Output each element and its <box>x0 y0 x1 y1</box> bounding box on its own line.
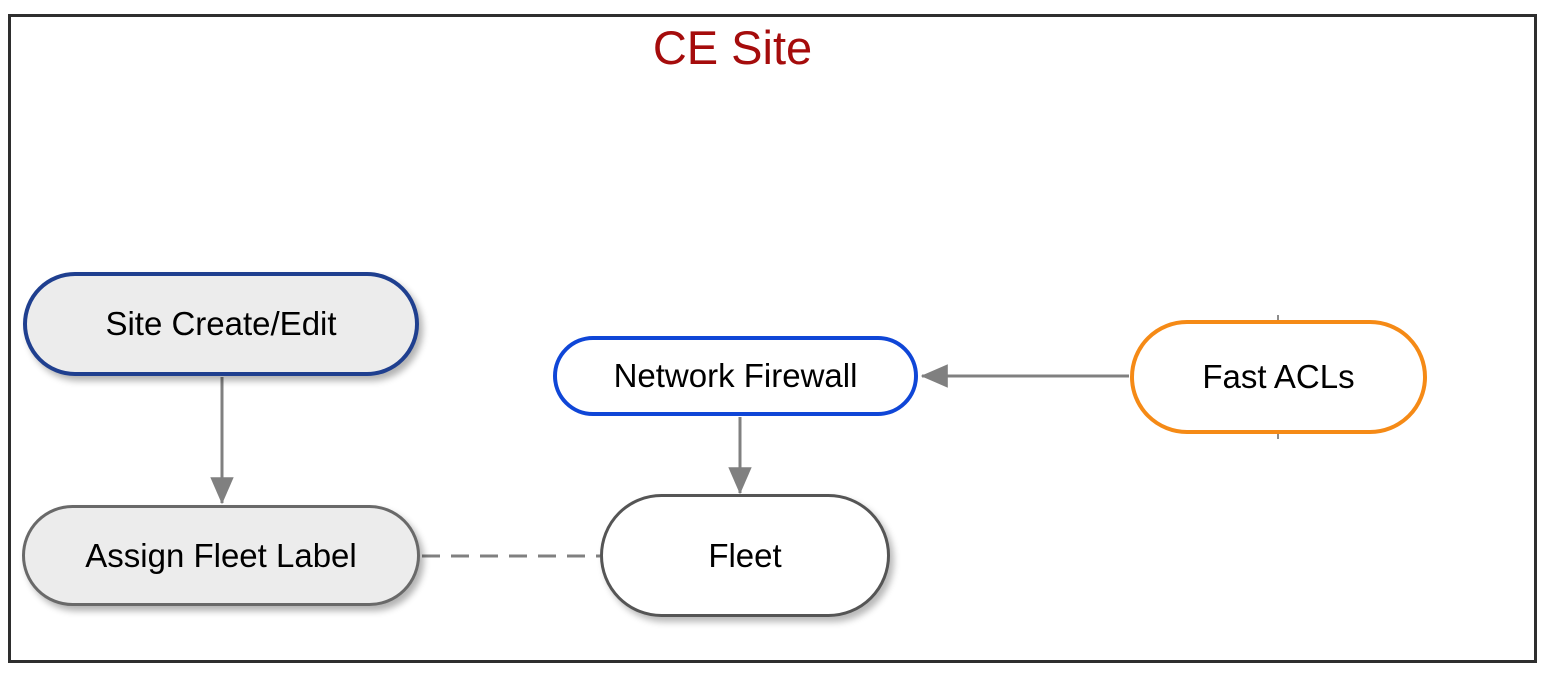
diagram-title: CE Site <box>652 21 813 74</box>
anchor-tick-top <box>1277 315 1279 322</box>
node-fast-acls[interactable]: Fast ACLs <box>1130 320 1427 434</box>
node-fleet[interactable]: Fleet <box>600 494 890 617</box>
node-site-create-edit[interactable]: Site Create/Edit <box>23 272 419 376</box>
node-network-firewall[interactable]: Network Firewall <box>553 336 918 416</box>
node-label-fast-acls: Fast ACLs <box>1202 358 1355 395</box>
anchor-tick-bottom <box>1277 432 1279 439</box>
node-label-site-create-edit: Site Create/Edit <box>105 305 337 342</box>
node-label-network-firewall: Network Firewall <box>613 357 858 394</box>
node-label-assign-fleet-label: Assign Fleet Label <box>85 536 357 574</box>
node-assign-fleet-label[interactable]: Assign Fleet Label <box>22 505 420 606</box>
node-label-fleet: Fleet <box>708 536 782 574</box>
